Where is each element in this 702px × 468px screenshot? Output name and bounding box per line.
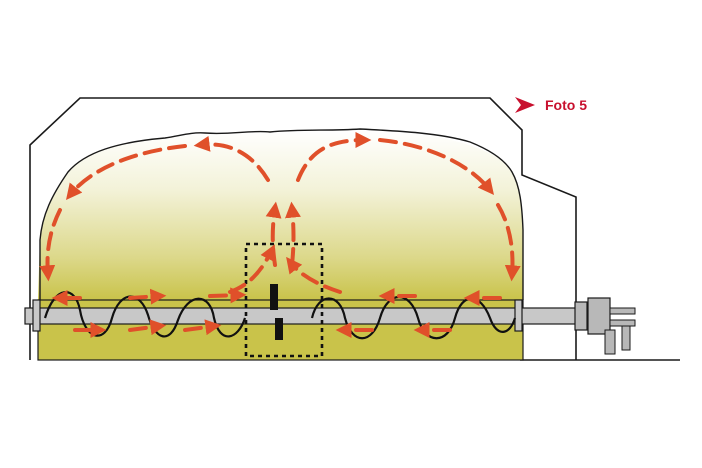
flow-arrow: [128, 319, 167, 336]
motor-pin-bottom: [609, 319, 636, 327]
housing-outline: [29, 97, 577, 360]
screw-shaft: [24, 307, 586, 325]
flow-arrow: [183, 319, 222, 336]
flow-arrow: [378, 138, 495, 195]
center-paddle-top: [270, 284, 278, 310]
motor-leg: [621, 325, 631, 351]
motor-base: [604, 329, 616, 355]
flow-arrow: [284, 201, 301, 267]
flow-arrow: [208, 287, 247, 304]
product-fill: [38, 130, 523, 300]
arrowhead-icon: [515, 97, 535, 113]
flow-arrow: [496, 203, 521, 282]
flow-arrow: [265, 201, 282, 267]
motor-pin-top: [609, 307, 636, 315]
drive-coupling: [574, 301, 588, 331]
shaft-bearing-left: [32, 299, 41, 332]
drive-motor: [587, 297, 611, 335]
shaft-bearing-right: [514, 299, 523, 332]
flow-arrow: [128, 288, 167, 305]
flow-arrow: [296, 132, 372, 182]
flow-arrow: [65, 144, 187, 200]
flow-arrows: [39, 132, 521, 338]
caption-label: Foto 5: [545, 97, 587, 113]
product-surface: [39, 128, 524, 300]
flow-arrow: [286, 256, 342, 294]
screw-flights: [43, 291, 517, 340]
flow-arrow: [39, 208, 62, 282]
flow-arrow: [193, 135, 270, 182]
photo-caption: Foto 5: [515, 94, 587, 116]
center-paddle-bottom: [275, 318, 283, 340]
